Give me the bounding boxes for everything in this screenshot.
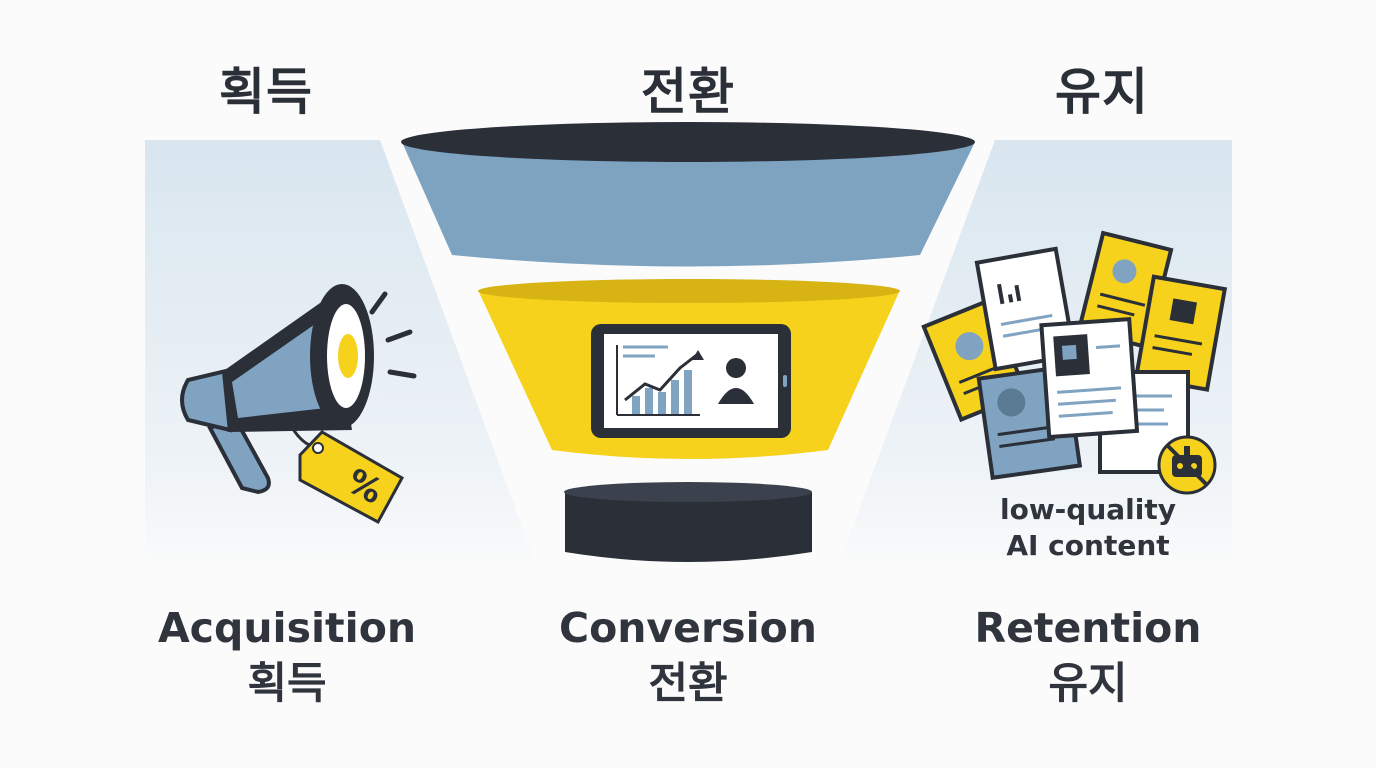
caption-retention: Retention 유지	[908, 600, 1268, 712]
discount-tag-icon: %	[298, 430, 405, 525]
caption-acquisition-ko: 획득	[247, 659, 327, 709]
megaphone-icon	[180, 284, 417, 495]
caption-conversion-en: Conversion	[558, 604, 817, 652]
tablet-icon	[591, 324, 791, 438]
ai-content-note: low-quality AI content	[975, 492, 1201, 564]
caption-conversion: Conversion 전환	[508, 600, 868, 712]
ai-note-line-1: low-quality	[999, 493, 1177, 526]
ai-note-line-2: AI content	[1006, 529, 1170, 562]
caption-conversion-ko: 전환	[648, 659, 728, 709]
caption-acquisition-en: Acquisition	[157, 604, 417, 652]
heading-retention: 유지	[1055, 63, 1149, 121]
caption-retention-en: Retention	[974, 604, 1202, 652]
heading-acquisition: 획득	[219, 63, 313, 121]
heading-conversion: 전환	[641, 63, 735, 121]
caption-retention-ko: 유지	[1048, 659, 1128, 709]
caption-acquisition: Acquisition 획득	[107, 600, 467, 712]
no-ai-badge-icon	[1157, 435, 1217, 495]
